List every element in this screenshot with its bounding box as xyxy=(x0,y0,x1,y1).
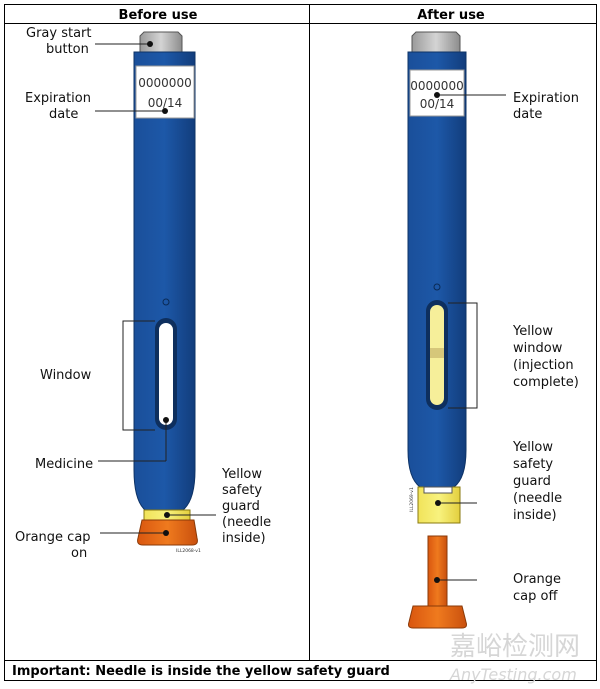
illustration-code: ILL2069-v1 xyxy=(409,487,415,512)
header-after: After use xyxy=(417,8,485,23)
label-date: 00/14 xyxy=(148,96,183,110)
gray-start-button xyxy=(139,31,183,53)
label-number: 0000000 xyxy=(410,79,463,93)
label-number: 0000000 xyxy=(138,76,191,90)
svg-text:Window: Window xyxy=(40,368,92,383)
table-border xyxy=(4,4,597,681)
illustration-code: ILL2068-v1 xyxy=(176,548,201,554)
pen-after: 0000000 00/14 ILL2069-v1 xyxy=(407,31,467,629)
watermark: 嘉峪检测网 xyxy=(450,632,580,662)
label-date: 00/14 xyxy=(420,97,455,111)
svg-text:Medicine: Medicine xyxy=(35,457,93,472)
orange-cap xyxy=(427,535,448,607)
watermark-url: AnyTesting.com xyxy=(449,665,577,684)
header-before: Before use xyxy=(119,8,198,23)
footer-note: Important: Needle is inside the yellow s… xyxy=(12,664,390,679)
